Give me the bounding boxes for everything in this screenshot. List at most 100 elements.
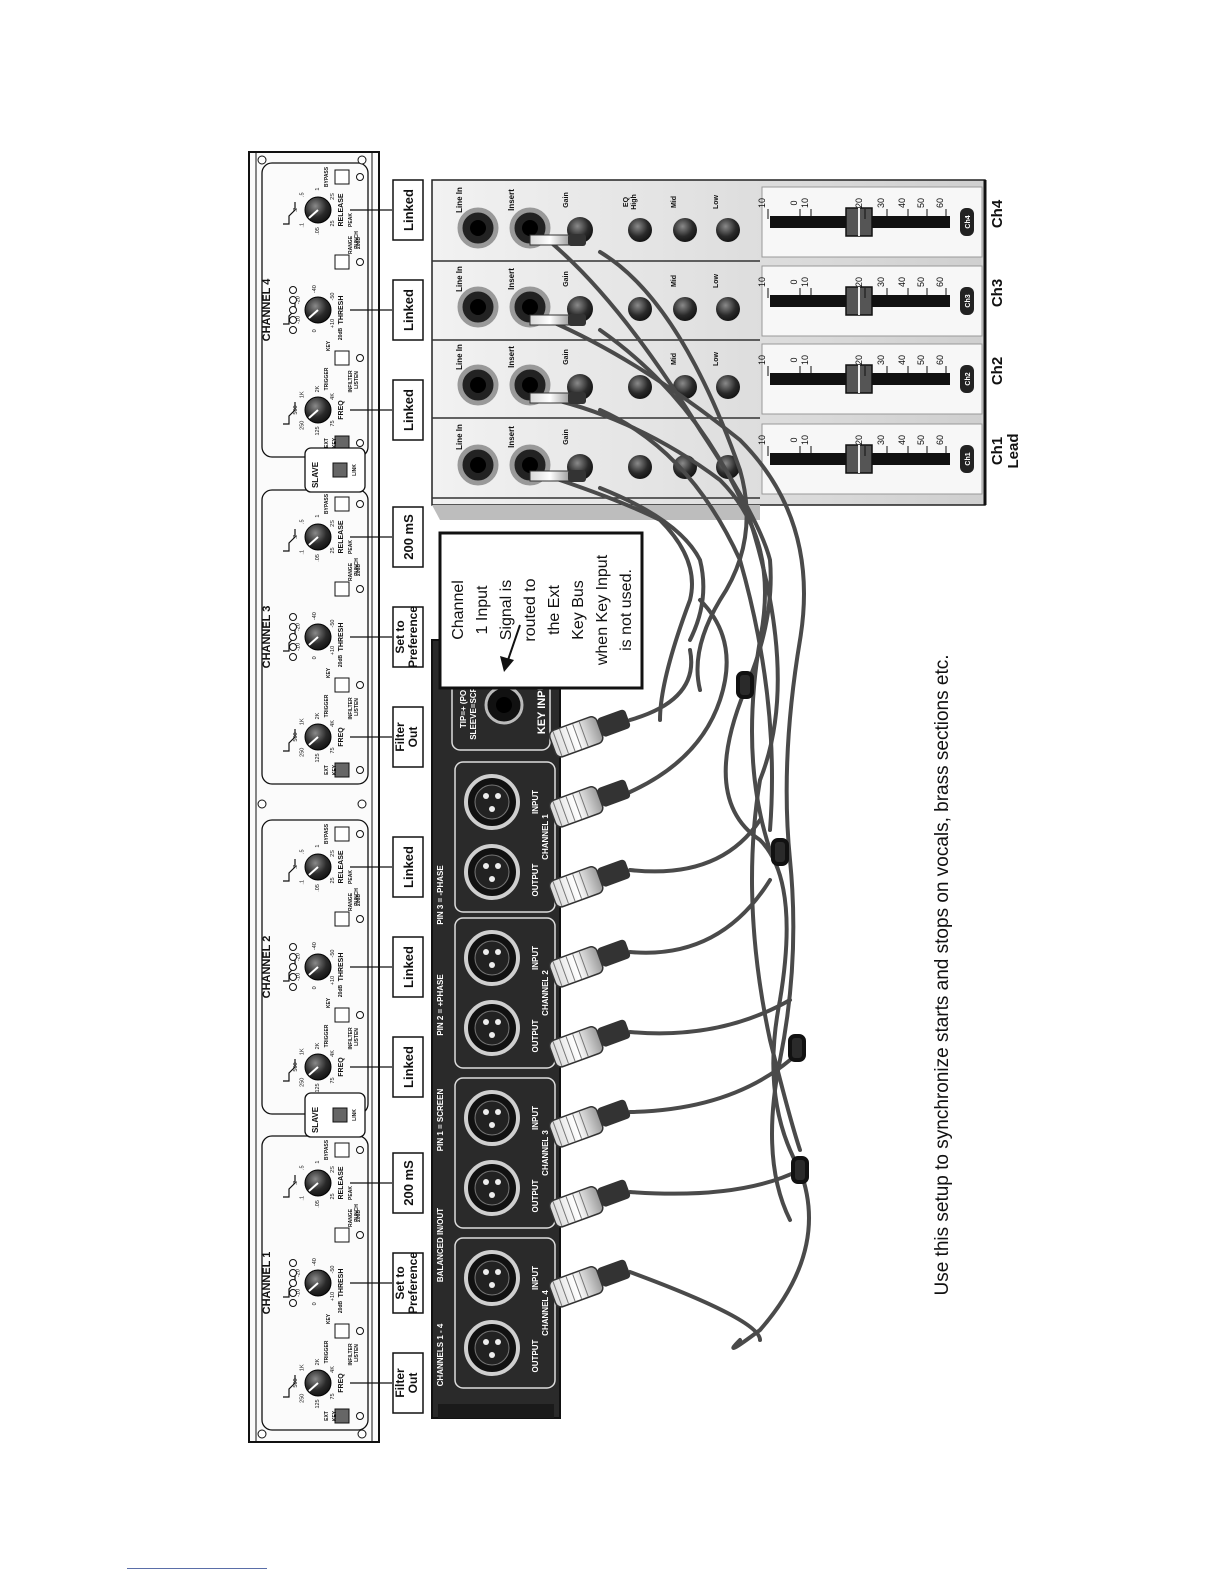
- eq-high-knob[interactable]: [628, 375, 652, 399]
- switch-button[interactable]: [334, 496, 350, 512]
- switch-button[interactable]: [334, 677, 350, 693]
- switch-button[interactable]: [334, 254, 350, 270]
- insert-plug-3[interactable]: [529, 392, 586, 404]
- socket-pin: [495, 863, 501, 869]
- eq-mid-knob[interactable]: [673, 218, 697, 242]
- gain-label: Gain: [563, 271, 570, 287]
- plug-ridge: [552, 1041, 563, 1067]
- insert-plug-4[interactable]: [529, 470, 586, 482]
- callout-line: when Key Input: [594, 554, 611, 666]
- channel-label: CHANNEL 3: [261, 606, 273, 669]
- trigger-label: TRIGGER: [324, 1024, 330, 1047]
- knob-tick: .5: [300, 192, 306, 197]
- eq-low-knob[interactable]: [716, 297, 740, 321]
- eq-high-knob[interactable]: [628, 455, 652, 479]
- jack-hole: [470, 377, 486, 393]
- switch-button[interactable]: [334, 1227, 350, 1243]
- plug-ridge: [565, 956, 576, 982]
- switch-button[interactable]: [334, 1323, 350, 1339]
- led-indicator: [356, 500, 364, 508]
- link-label: LINK: [352, 1109, 358, 1121]
- fader-scale-number: 10: [800, 355, 810, 365]
- setting-box-text: Out: [406, 727, 420, 748]
- link-button[interactable]: [332, 462, 348, 478]
- knob-tick: 2K: [315, 712, 321, 719]
- channel-label: CHANNEL 4: [261, 278, 273, 342]
- knob-tick: -40: [312, 1258, 318, 1266]
- knob-tick: 1K: [300, 1048, 306, 1055]
- channel-badge: [960, 287, 974, 315]
- eq-mid-knob[interactable]: [673, 297, 697, 321]
- socket-pin: [495, 1339, 501, 1345]
- setting-box: 200 mS: [392, 1152, 424, 1214]
- setting-box-text: Preference: [406, 606, 420, 668]
- switch-button[interactable]: [334, 911, 350, 927]
- mount-screw: [357, 155, 367, 165]
- filter-label: FILTER: [348, 1343, 354, 1361]
- knob-tick: 0: [312, 1302, 318, 1305]
- ext-label: EXT: [324, 1411, 330, 1421]
- switch-button[interactable]: [334, 169, 350, 185]
- eq-high-knob[interactable]: [628, 297, 652, 321]
- insert-plug-2[interactable]: [529, 314, 586, 326]
- xlr-plug-3[interactable]: [548, 855, 633, 909]
- setting-box-frame: [392, 506, 424, 568]
- meter-led: [289, 306, 297, 314]
- jack-plug-boot: [568, 234, 586, 246]
- link-button[interactable]: [332, 1107, 348, 1123]
- plug-ridge: [565, 726, 576, 752]
- insert-plug-1[interactable]: [529, 234, 586, 246]
- xlr-plug-7[interactable]: [548, 1175, 633, 1229]
- meter-led: [289, 653, 297, 661]
- eq-high-knob[interactable]: [628, 218, 652, 242]
- xlr-plug-2[interactable]: [548, 775, 633, 829]
- xlr-plug-1[interactable]: [548, 705, 633, 759]
- eq-low-knob[interactable]: [716, 375, 740, 399]
- mixer-channel-label: Ch3: [989, 279, 1006, 307]
- bypass-label: BYPASS: [324, 823, 330, 844]
- xlr-cable-1: [628, 648, 694, 722]
- eq-low-knob[interactable]: [716, 218, 740, 242]
- low-label: Low: [713, 351, 720, 366]
- setting-box: Linked: [392, 1036, 424, 1098]
- setting-box: 200 mS: [392, 506, 424, 568]
- setting-box: Linked: [392, 936, 424, 998]
- switch-button[interactable]: [334, 350, 350, 366]
- switch-button[interactable]: [334, 1142, 350, 1158]
- socket-face: [474, 1100, 510, 1136]
- knob-label: FREQ: [338, 400, 345, 420]
- input-label: INPUT: [531, 946, 540, 970]
- knob-tick: 125: [315, 1399, 321, 1408]
- listen-label: LISTEN: [354, 371, 360, 389]
- xlr-plug-5[interactable]: [548, 1015, 633, 1069]
- envelope-icon: [283, 529, 296, 552]
- plug-ridge: [552, 961, 563, 987]
- xlr-plug-4[interactable]: [548, 935, 633, 989]
- fader-scale-number: 60: [935, 277, 945, 287]
- insert-label: Insert: [507, 189, 516, 211]
- fader-scale-number: 10: [757, 435, 767, 445]
- xlr-plug-8[interactable]: [548, 1255, 633, 1309]
- plug-ridge: [572, 874, 583, 899]
- switch-button[interactable]: [334, 581, 350, 597]
- plug-ridge: [572, 724, 583, 749]
- plug-ridge: [559, 1278, 569, 1304]
- cable-7: [598, 408, 774, 832]
- plug-ridge: [578, 721, 589, 747]
- switch-button[interactable]: [334, 1007, 350, 1023]
- plug-ridge: [565, 1036, 576, 1062]
- led-indicator: [356, 258, 364, 266]
- socket-face: [474, 1330, 510, 1366]
- knob-label: THRESH: [338, 1269, 345, 1298]
- knob-pointer: [308, 409, 319, 419]
- switch-button[interactable]: [334, 1408, 350, 1424]
- switch-button[interactable]: [334, 762, 350, 778]
- xlr-plug-6[interactable]: [548, 1095, 633, 1149]
- knob-tick: 1: [315, 188, 321, 191]
- switch-button[interactable]: [334, 826, 350, 842]
- peak-label: PEAK: [348, 540, 354, 554]
- plug-ridge: [572, 954, 583, 979]
